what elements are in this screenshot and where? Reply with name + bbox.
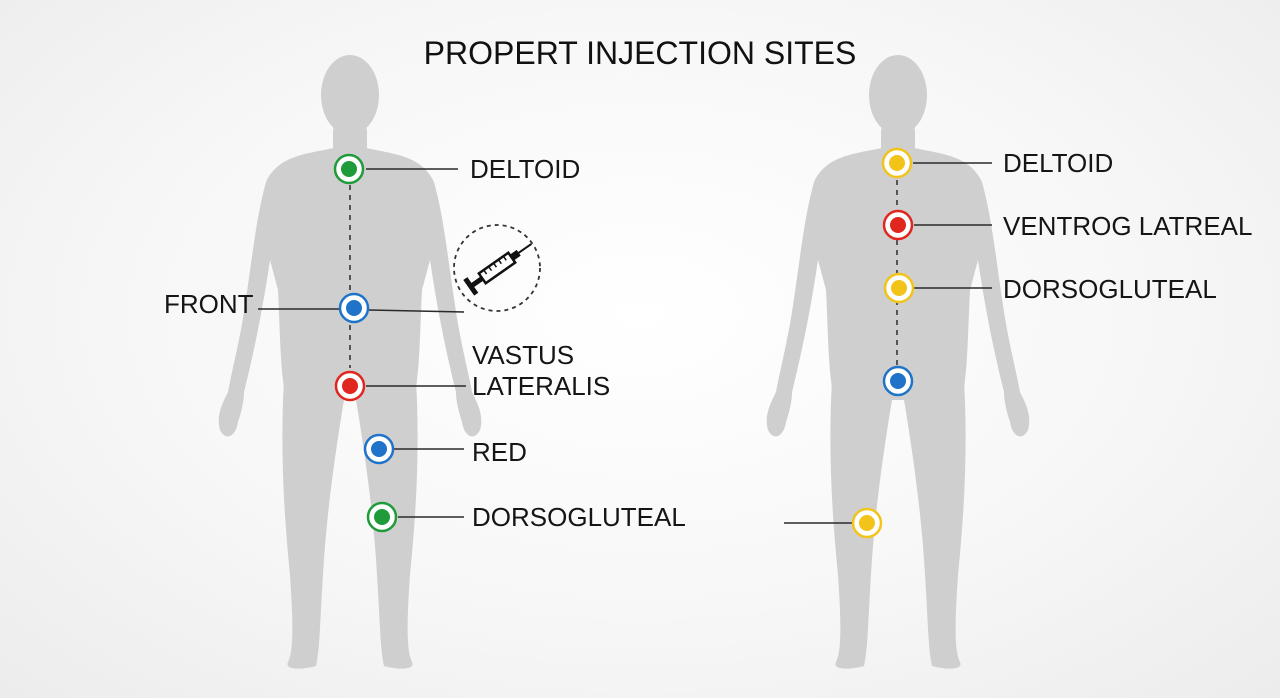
back-marker-deltoid[interactable] bbox=[881, 147, 913, 179]
front-marker-hip[interactable] bbox=[334, 370, 366, 402]
front-label-vastus-line2: LATERALIS bbox=[472, 371, 610, 401]
back-label-ventrogluteal: VENTROG LATREAL bbox=[1003, 211, 1252, 241]
front-marker-knee[interactable] bbox=[366, 501, 398, 533]
back-label-dorsogluteal: DORSOGLUTEAL bbox=[1003, 274, 1217, 304]
front-label-vastus-line1: VASTUS bbox=[472, 340, 574, 370]
back-marker-ventrogluteal[interactable] bbox=[882, 209, 914, 241]
page-title: PROPERT INJECTION SITES bbox=[424, 35, 857, 71]
front-marker-thigh[interactable] bbox=[363, 433, 395, 465]
front-marker-deltoid[interactable] bbox=[333, 153, 365, 185]
front-side-label: FRONT bbox=[164, 289, 254, 319]
front-marker-abdomen[interactable] bbox=[338, 292, 370, 324]
back-marker-dorsogluteal[interactable] bbox=[883, 272, 915, 304]
front-label-dorsogluteal: DORSOGLUTEAL bbox=[472, 502, 686, 532]
syringe-icon bbox=[453, 224, 541, 312]
front-label-deltoid: DELTOID bbox=[470, 154, 580, 184]
back-marker-lower[interactable] bbox=[882, 365, 914, 397]
front-label-red: RED bbox=[472, 437, 527, 467]
front-leader-syringe bbox=[367, 309, 465, 313]
back-label-deltoid: DELTOID bbox=[1003, 148, 1113, 178]
front-body-figure bbox=[218, 55, 482, 669]
back-marker-knee[interactable] bbox=[851, 507, 883, 539]
